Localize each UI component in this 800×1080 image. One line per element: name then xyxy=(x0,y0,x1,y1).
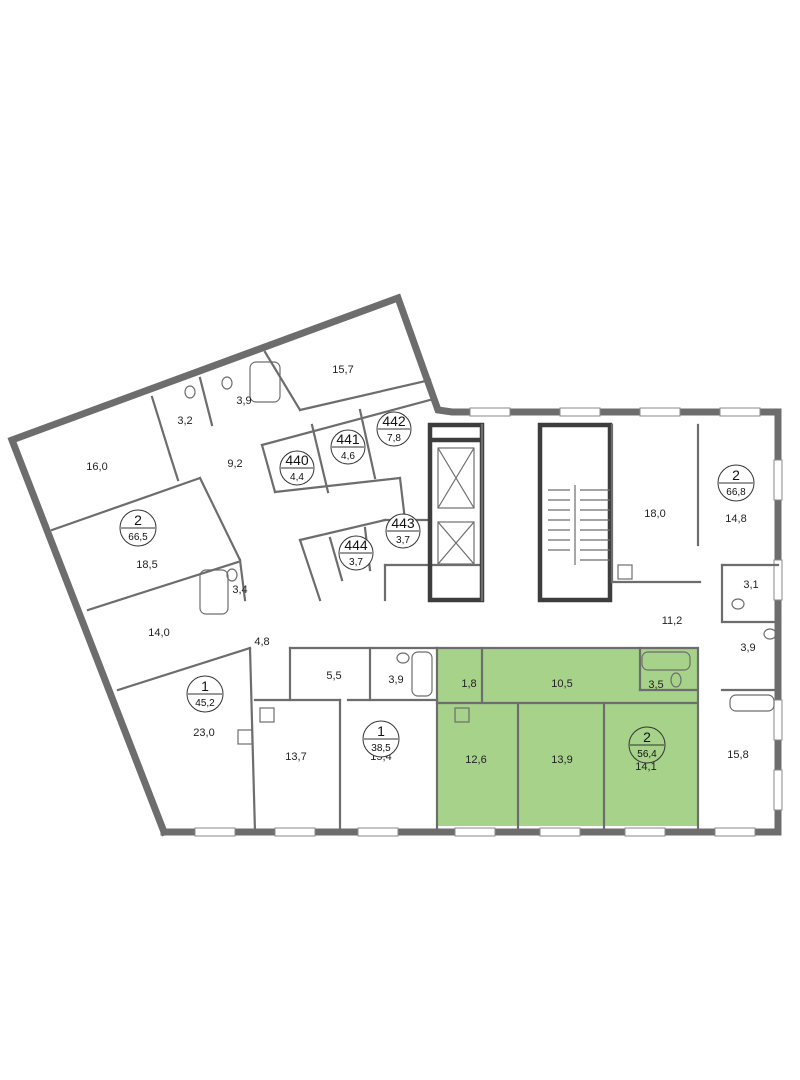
room-area-label: 14,0 xyxy=(148,627,169,639)
room-area-label: 12,6 xyxy=(465,754,486,766)
room-area-label: 9,2 xyxy=(227,458,242,470)
room-area-label: 3,1 xyxy=(743,579,758,591)
apartment-area: 66,5 xyxy=(128,532,148,543)
exterior-walls xyxy=(7,293,782,837)
room-area-label: 3,9 xyxy=(740,642,755,654)
room-area-label: 3,9 xyxy=(236,395,251,407)
room-area-label: 3,4 xyxy=(232,584,247,596)
apartment-badge[interactable]: 2 66,5 xyxy=(119,509,157,547)
storage-area: 4,4 xyxy=(290,472,304,483)
apartment-badge[interactable]: 1 38,5 xyxy=(362,720,400,758)
storage-number: 442 xyxy=(382,413,406,429)
room-labels: 15,7 3,2 3,9 16,0 9,2 18,5 3,4 14,0 4,8 … xyxy=(86,364,758,773)
room-area-label: 10,5 xyxy=(551,678,572,690)
room-area-label: 23,0 xyxy=(193,727,214,739)
apartment-area: 56,4 xyxy=(637,749,657,760)
room-area-label: 3,2 xyxy=(177,415,192,427)
apartment-room-count: 2 xyxy=(134,512,142,528)
storage-number: 441 xyxy=(336,431,360,447)
apartment-area: 45,2 xyxy=(195,698,215,709)
storage-badge[interactable]: 441 4,6 xyxy=(330,429,366,465)
room-area-label: 14,8 xyxy=(725,513,746,525)
windows xyxy=(194,407,783,837)
room-area-label: 13,7 xyxy=(285,751,306,763)
room-area-label: 14,1 xyxy=(635,761,656,773)
apartment-badge[interactable]: 2 56,4 xyxy=(628,726,666,764)
room-area-label: 18,5 xyxy=(136,559,157,571)
apartment-room-count: 2 xyxy=(732,467,740,483)
room-area-label: 3,9 xyxy=(388,674,403,686)
storage-badge[interactable]: 440 4,4 xyxy=(279,450,315,486)
apartment-room-count: 1 xyxy=(201,678,209,694)
room-area-label: 5,5 xyxy=(326,670,341,682)
apartment-badge[interactable]: 2 66,8 xyxy=(717,464,755,502)
room-area-label: 1,8 xyxy=(461,678,476,690)
storage-area: 4,6 xyxy=(341,451,355,462)
apartment-area: 66,8 xyxy=(726,487,746,498)
room-area-label: 16,0 xyxy=(86,461,107,473)
interior-walls-east xyxy=(435,423,780,834)
storage-area: 3,7 xyxy=(396,535,410,546)
storage-number: 444 xyxy=(344,537,368,553)
highlighted-apartment[interactable] xyxy=(437,648,697,826)
storage-number: 443 xyxy=(391,515,415,531)
building-core xyxy=(427,422,613,603)
storage-number: 440 xyxy=(285,452,309,468)
room-area-label: 3,5 xyxy=(648,679,663,691)
apartment-area: 38,5 xyxy=(371,743,391,754)
apartment-room-count: 1 xyxy=(377,723,385,739)
storage-area: 3,7 xyxy=(349,557,363,568)
room-area-label: 15,7 xyxy=(332,364,353,376)
interior-walls-west xyxy=(50,350,482,834)
storage-area: 7,8 xyxy=(387,433,401,444)
apartment-badge[interactable]: 1 45,2 xyxy=(186,675,224,713)
room-area-label: 4,8 xyxy=(254,636,269,648)
room-area-label: 11,2 xyxy=(662,615,683,627)
storage-badge[interactable]: 442 7,8 xyxy=(376,411,412,447)
room-area-label: 18,0 xyxy=(644,508,665,520)
room-area-label: 13,9 xyxy=(551,754,572,766)
storage-badge[interactable]: 443 3,7 xyxy=(385,513,421,549)
plumbing-fixtures xyxy=(184,361,777,745)
apartment-room-count: 2 xyxy=(643,729,651,745)
storage-badge[interactable]: 444 3,7 xyxy=(338,535,374,571)
room-area-label: 15,8 xyxy=(727,749,748,761)
